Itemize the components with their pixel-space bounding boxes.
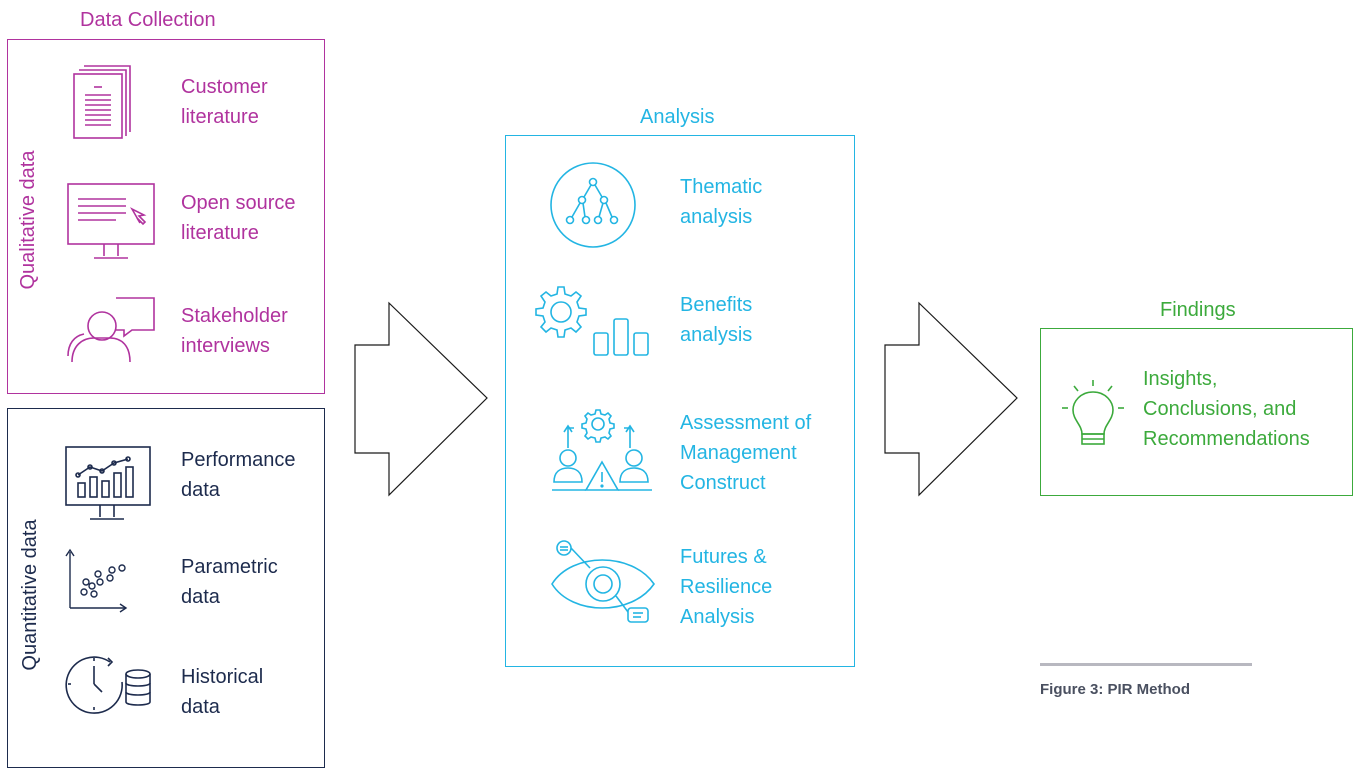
scatter-plot-icon bbox=[65, 548, 128, 613]
quantitative-item-label: Performance data bbox=[181, 449, 296, 501]
quantitative-side-label: Quantitative data bbox=[19, 519, 41, 671]
qualitative-box bbox=[7, 39, 325, 394]
lightbulb-icon bbox=[1062, 380, 1124, 445]
qualitative-item-label: Customer literature bbox=[181, 76, 268, 128]
figure-caption: Figure 3: PIR Method bbox=[1040, 681, 1190, 698]
flow-arrow bbox=[884, 301, 1018, 497]
data-collection-title: Data Collection bbox=[80, 9, 216, 31]
people-warning-icon bbox=[552, 409, 652, 491]
tree-hierarchy-icon bbox=[550, 162, 636, 248]
quantitative-item-label: Parametric data bbox=[181, 556, 278, 608]
gear-bars-icon bbox=[535, 286, 649, 356]
findings-label: Insights, Conclusions, and Recommendatio… bbox=[1143, 368, 1310, 450]
analysis-item-label: Thematic analysis bbox=[680, 176, 763, 228]
person-speech-icon bbox=[67, 297, 155, 363]
caption-rule bbox=[1040, 663, 1252, 666]
analysis-item-label: Assessment of Management Construct bbox=[680, 412, 812, 494]
analysis-title: Analysis bbox=[640, 106, 715, 128]
documents-icon bbox=[73, 65, 131, 139]
qualitative-item-label: Open source literature bbox=[181, 192, 296, 244]
eye-icon bbox=[551, 540, 655, 623]
analysis-item-label: Futures & Resilience Analysis bbox=[680, 546, 773, 628]
analysis-box bbox=[505, 135, 855, 667]
analysis-item-label: Benefits analysis bbox=[680, 294, 753, 346]
findings-box bbox=[1040, 328, 1353, 496]
qualitative-side-label: Qualitative data bbox=[17, 150, 39, 290]
monitor-chart-icon bbox=[65, 446, 151, 520]
findings-title: Findings bbox=[1160, 299, 1236, 321]
quantitative-item-label: Historical data bbox=[181, 666, 264, 718]
monitor-cursor-icon bbox=[67, 183, 155, 259]
flow-arrow bbox=[354, 301, 488, 497]
qualitative-item-label: Stakeholder interviews bbox=[181, 305, 288, 357]
clock-database-icon bbox=[65, 656, 151, 714]
